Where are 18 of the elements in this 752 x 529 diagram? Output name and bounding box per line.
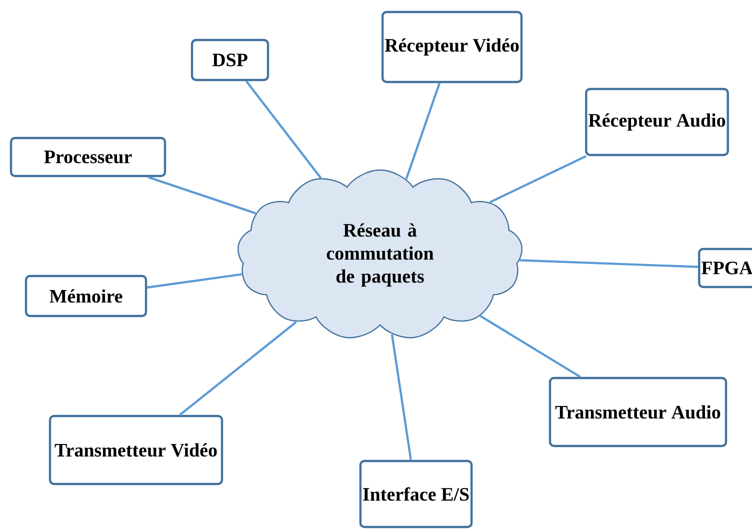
connector-line <box>146 273 242 289</box>
device-box: Processeur <box>10 136 166 178</box>
device-box: Mémoire <box>24 274 148 318</box>
device-box: Transmetteur Vidéo <box>48 414 224 486</box>
connector-line <box>179 321 297 416</box>
device-box: Interface E/S <box>359 460 473 528</box>
device-box: Récepteur Vidéo <box>381 10 523 84</box>
device-box: Transmetteur Audio <box>548 376 728 448</box>
device-box: Récepteur Audio <box>585 88 729 156</box>
connector-line <box>245 80 322 179</box>
connector-line <box>390 334 412 460</box>
connector-line <box>489 155 587 204</box>
device-box: DSP <box>190 38 270 82</box>
connector-line <box>147 176 256 214</box>
network-cloud: Réseau à commutation de paquets <box>238 169 522 338</box>
connector-line <box>405 82 441 180</box>
connector-line <box>480 315 581 378</box>
connector-line <box>520 259 698 268</box>
